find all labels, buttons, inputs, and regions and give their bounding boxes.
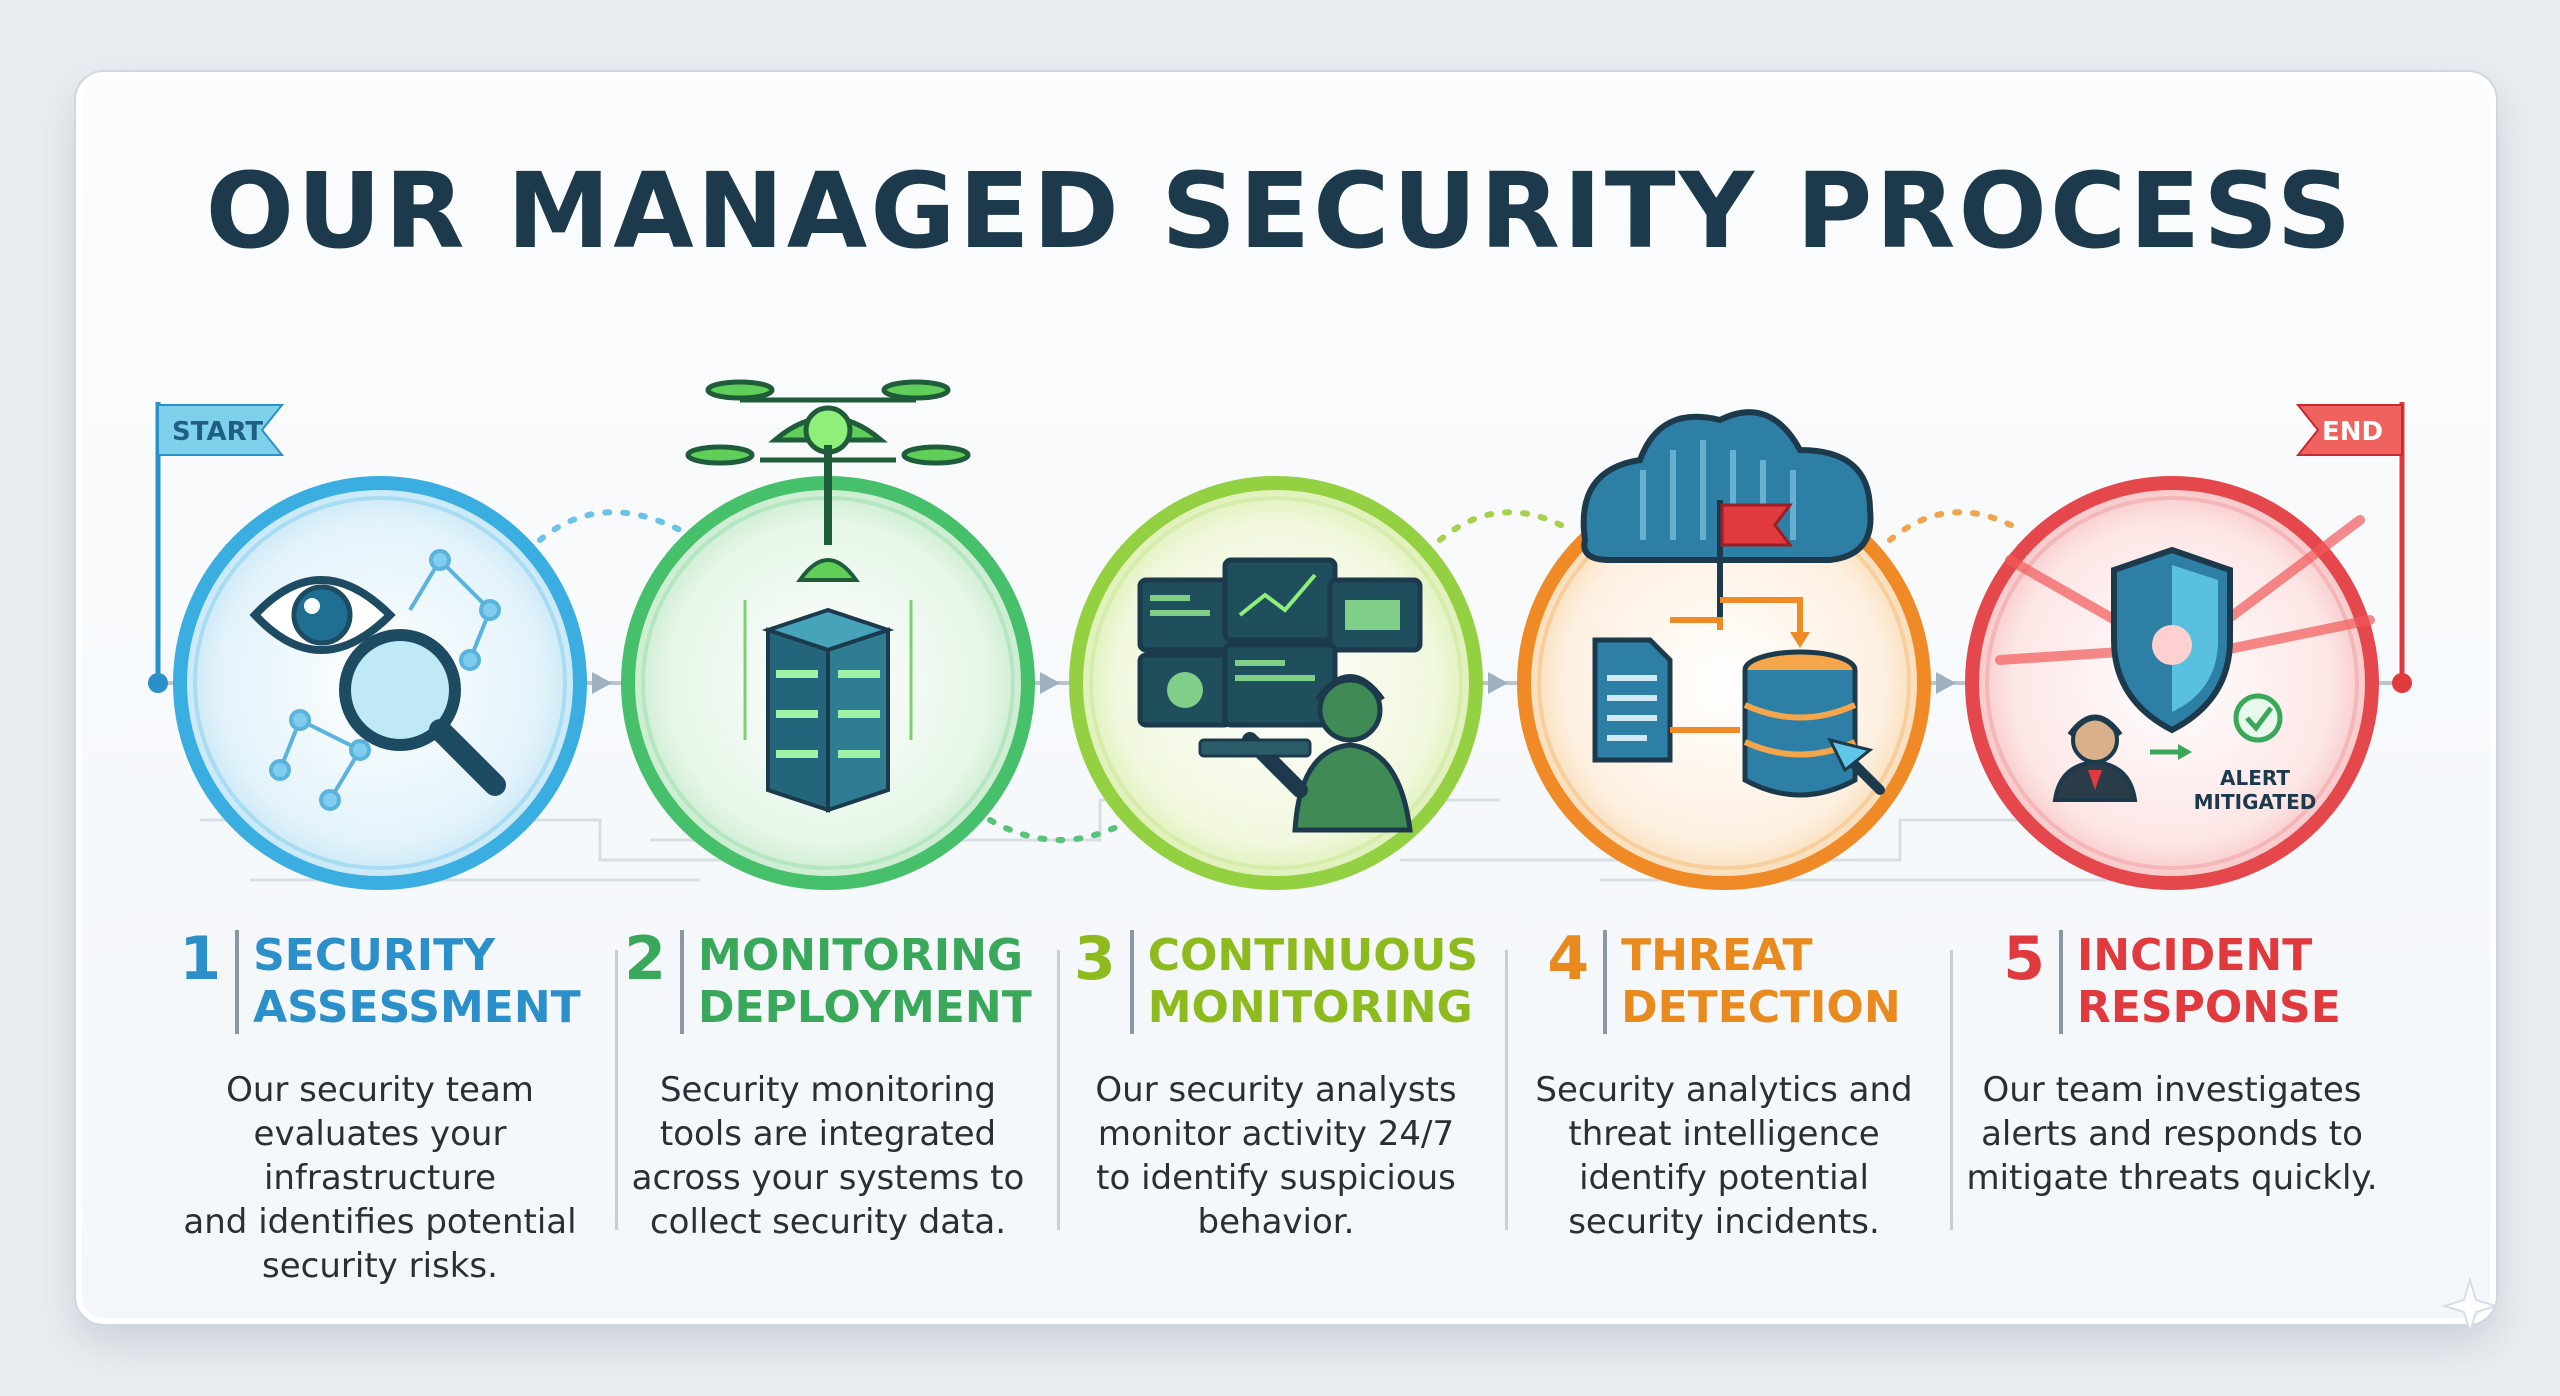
step-1-heading: 1 SECURITY ASSESSMENT <box>160 929 600 1050</box>
analyst-monitors-icon <box>1137 557 1423 833</box>
step-2-title-line1: MONITORING <box>698 930 1024 981</box>
step-5-circle: ALERT MITIGATED <box>1965 476 2379 890</box>
step-5-number: 5 <box>2003 929 2063 1034</box>
page-title: OUR MANAGED SECURITY PROCESS <box>205 150 2355 272</box>
start-flag-label: START <box>172 417 263 447</box>
step-3-number: 3 <box>1074 929 1134 1034</box>
step-4-title-line1: THREAT <box>1621 930 1813 981</box>
step-1-title-line1: SECURITY <box>253 930 495 981</box>
step-5-heading: 5 INCIDENT RESPONSE <box>1952 929 2392 1050</box>
alert-mitigated-line1: ALERT <box>2220 766 2290 790</box>
step-3-description: Our security analysts monitor activity 2… <box>1095 1070 1457 1242</box>
step-3-circle <box>1069 476 1483 890</box>
cloud-flag-database-icon <box>1580 409 1885 798</box>
step-5: 5 INCIDENT RESPONSE Our team investigate… <box>1952 929 2392 1200</box>
step-3-title-line1: CONTINUOUS <box>1147 930 1479 981</box>
step-2-number: 2 <box>624 929 685 1034</box>
step-1-circle <box>173 476 587 890</box>
step-1-number: 1 <box>179 929 240 1034</box>
step-divider <box>1950 950 1953 1230</box>
flow-arrows <box>592 672 1956 694</box>
end-flag: END <box>2295 402 2412 693</box>
step-divider <box>1505 950 1508 1230</box>
step-2-title-line2: DEPLOYMENT <box>698 982 1032 1033</box>
step-divider <box>615 950 618 1230</box>
step-1-title-line2: ASSESSMENT <box>253 982 581 1033</box>
step-4: 4 THREAT DETECTION Security analytics an… <box>1504 929 1944 1244</box>
step-5-title-line2: RESPONSE <box>2076 982 2341 1033</box>
step-divider <box>1057 950 1060 1230</box>
step-3-title-line2: MONITORING <box>1147 982 1473 1033</box>
drone-server-icon <box>685 379 971 813</box>
alert-mitigated-line2: MITIGATED <box>2194 790 2317 814</box>
step-3-heading: 3 CONTINUOUS MONITORING <box>1056 929 1496 1050</box>
sparkle-icon <box>2440 1276 2500 1336</box>
data-stream-3 <box>1437 509 1573 543</box>
step-1: 1 SECURITY ASSESSMENT Our security team … <box>160 929 600 1288</box>
step-2: 2 MONITORING DEPLOYMENT Security monitor… <box>608 929 1048 1244</box>
step-4-description: Security analytics and threat intelligen… <box>1535 1070 1913 1242</box>
step-4-circle <box>1517 409 1931 890</box>
step-2-heading: 2 MONITORING DEPLOYMENT <box>608 929 1048 1050</box>
data-stream-4 <box>1887 509 2023 543</box>
step-2-description: Security monitoring tools are integrated… <box>631 1070 1025 1242</box>
data-stream-1 <box>537 509 683 543</box>
step-3: 3 CONTINUOUS MONITORING Our security ana… <box>1056 929 1496 1244</box>
eye-magnifier-network-icon <box>249 549 506 811</box>
end-flag-label: END <box>2322 417 2383 447</box>
step-1-description: Our security team evaluates your infrast… <box>183 1070 577 1286</box>
step-5-description: Our team investigates alerts and respond… <box>1966 1070 2378 1198</box>
step-5-title-line1: INCIDENT <box>2076 930 2313 981</box>
data-stream-2 <box>987 817 1133 843</box>
step-4-heading: 4 THREAT DETECTION <box>1504 929 1944 1050</box>
step-2-circle <box>621 379 1035 890</box>
step-4-number: 4 <box>1547 929 1608 1034</box>
shield-alert-mitigated-icon: ALERT MITIGATED <box>1995 515 2375 814</box>
start-flag: START <box>148 402 285 693</box>
step-4-title-line2: DETECTION <box>1621 982 1901 1033</box>
